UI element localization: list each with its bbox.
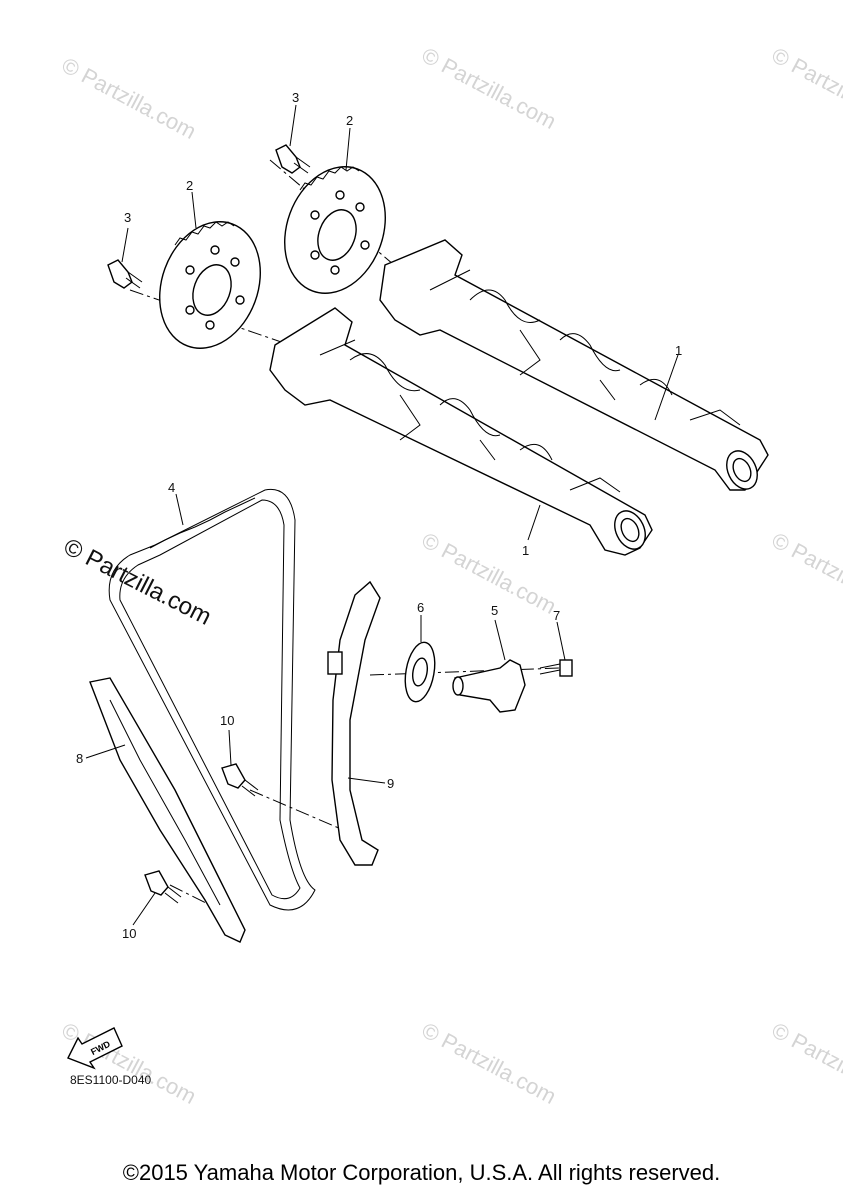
chain-guide-front: [327, 580, 381, 866]
fwd-arrow-icon: FWD: [67, 1027, 123, 1070]
callout-camshaft-front: 1: [522, 543, 529, 558]
callout-sprocket-right: 2: [346, 113, 353, 128]
callout-tensioner-bolt: 7: [553, 608, 560, 623]
watermark-text: © Partzilla.com: [768, 527, 843, 619]
tensioner-bolt: [539, 659, 573, 677]
watermark-text: © Partzilla.com: [418, 42, 561, 134]
callout-gasket: 6: [417, 600, 424, 615]
callout-guide-rear: 8: [76, 751, 83, 766]
cam-sprocket-left: [159, 221, 261, 349]
guide-bolt-lower: [144, 870, 182, 904]
guide-bolt-upper: [221, 763, 259, 797]
camshaft-front: [269, 307, 653, 556]
watermark-prominent: © Partzilla.com: [59, 533, 215, 630]
callout-camshaft-rear: 1: [675, 343, 682, 358]
cam-sprocket-right: [284, 166, 386, 294]
callout-bolt-left: 3: [124, 210, 131, 225]
callouts: 1 1 2 2 3 3 4 5 6 7 8 9 10 10: [76, 90, 682, 941]
chain-tensioner: [452, 659, 526, 713]
callout-sprocket-left: 2: [186, 178, 193, 193]
copyright-text: ©2015 Yamaha Motor Corporation, U.S.A. A…: [122, 1160, 721, 1185]
callout-guide-front: 9: [387, 776, 394, 791]
tensioner-gasket: [404, 641, 436, 703]
callout-tensioner: 5: [491, 603, 498, 618]
sprocket-bolt-left: [107, 259, 143, 289]
callout-chain: 4: [168, 480, 175, 495]
watermark-text: © Partzilla.com: [768, 1017, 843, 1109]
camshaft-rear: [379, 239, 769, 491]
chain-guide-rear: [89, 677, 246, 943]
sprocket-bolt-right: [275, 144, 311, 174]
watermark-text: © Partzilla.com: [418, 527, 561, 619]
callout-bolt-upper: 10: [220, 713, 234, 728]
callout-bolt-right: 3: [292, 90, 299, 105]
watermark-layer: © Partzilla.com © Partzilla.com © Partzi…: [58, 42, 843, 1109]
watermark-text: © Partzilla.com: [58, 1017, 201, 1109]
leader-lines: [85, 104, 679, 926]
diagram-code: 8ES1100-D040: [70, 1073, 152, 1087]
watermark-text: © Partzilla.com: [418, 1017, 561, 1109]
callout-bolt-lower: 10: [122, 926, 136, 941]
watermark-text: © Partzilla.com: [768, 42, 843, 134]
timing-chain: [108, 488, 316, 911]
watermark-text: © Partzilla.com: [58, 52, 201, 144]
